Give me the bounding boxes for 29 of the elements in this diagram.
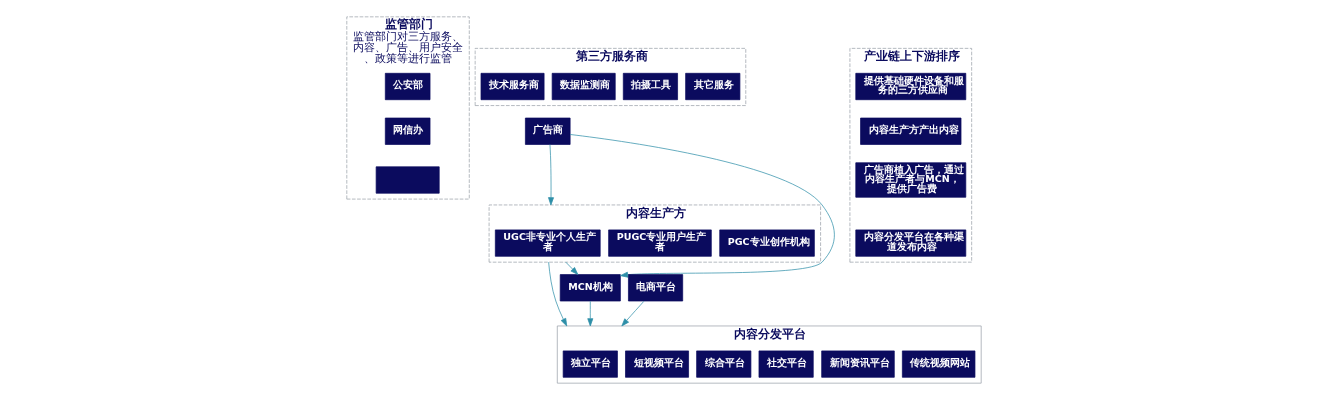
arrow — [565, 261, 579, 275]
node-box: 独立平台 — [562, 350, 618, 378]
node-box: 拍摄工具 — [622, 72, 678, 101]
node-box: MCN机构 — [559, 274, 621, 302]
node-box: 广告商植入广告，通过内容生产者与MCN，提供广告费 — [855, 162, 967, 198]
arrow — [569, 134, 835, 278]
node-box: 内容生产方产出内容 — [860, 117, 962, 145]
node-box: 传统视频网站 — [902, 350, 976, 378]
node-box: 社交平台 — [758, 350, 814, 378]
node-box — [375, 166, 440, 194]
node-box: 短视频平台 — [625, 350, 689, 378]
node-box: 提供基础硬件设备和服务的三方供应商 — [855, 72, 967, 101]
node-box: 技术服务商 — [480, 72, 545, 101]
node-box: 电商平台 — [628, 274, 684, 302]
node-box: PGC专业创作机构 — [719, 229, 815, 257]
node-box: 新闻资讯平台 — [821, 350, 895, 378]
node-box: UGC非专业个人生产者 — [494, 229, 601, 257]
arrow — [548, 261, 568, 327]
arrow — [587, 300, 594, 327]
node-box: 数据监测商 — [551, 72, 616, 101]
node-box: 内容分发平台在各种渠道发布内容 — [855, 229, 967, 257]
node-box: 其它服务 — [685, 72, 741, 101]
node-box: 综合平台 — [696, 350, 752, 378]
arrow — [621, 300, 645, 327]
node-box: PUGC专业用户生产者 — [608, 229, 712, 257]
node-box: 广告商 — [525, 117, 571, 145]
node-box: 公安部 — [384, 72, 431, 101]
arrow — [548, 144, 554, 206]
node-box: 网信办 — [384, 117, 431, 145]
